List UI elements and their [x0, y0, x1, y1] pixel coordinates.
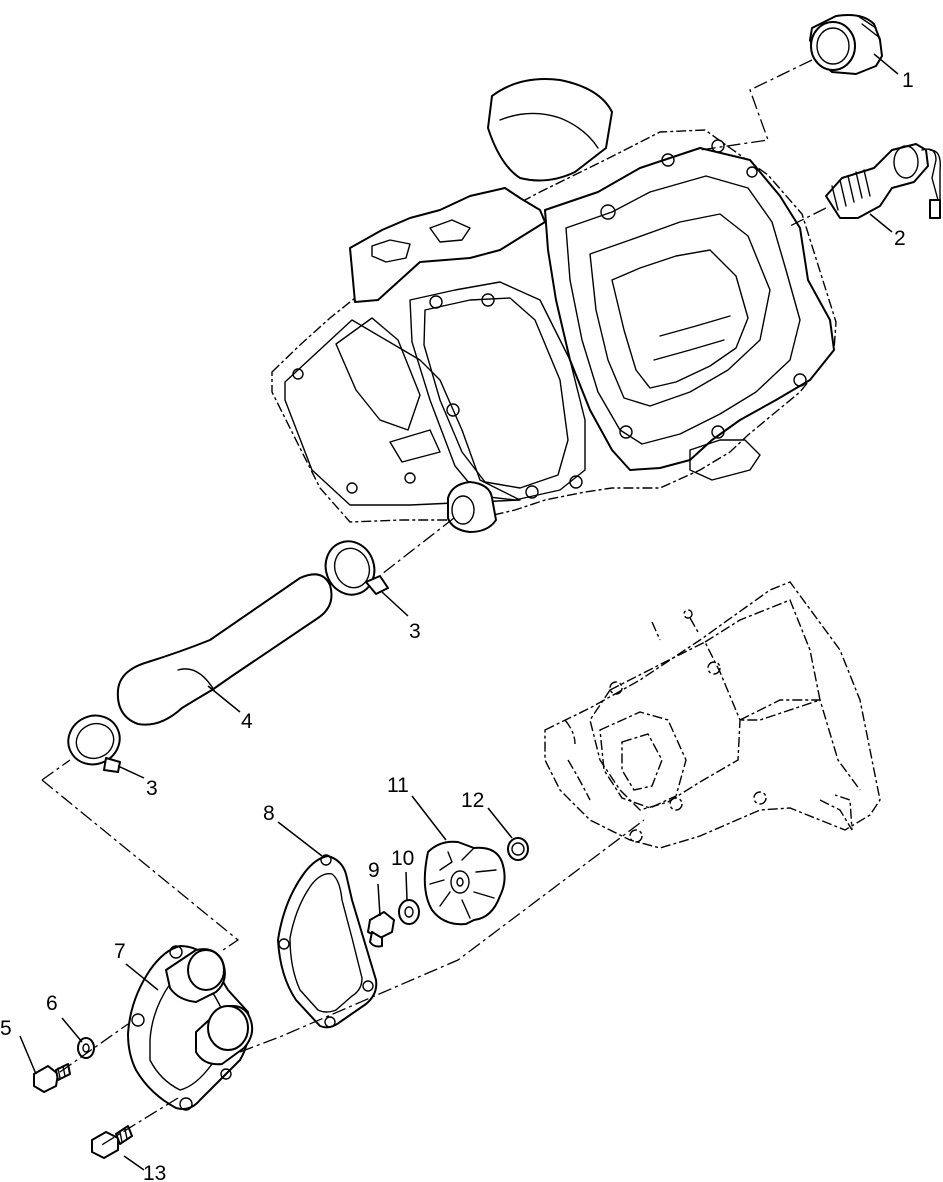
part-3-hose-clamp-upper — [324, 540, 389, 596]
assembly-center-lines — [41, 59, 827, 1147]
callout-3-upper: 3 — [409, 620, 421, 643]
part-6-washer — [77, 1037, 95, 1059]
callout-11: 11 — [387, 774, 409, 797]
part-7-water-pump-cover — [127, 945, 254, 1111]
callout-3-lower: 3 — [146, 777, 158, 800]
part-11-impeller — [423, 840, 506, 926]
callout-8: 8 — [263, 802, 275, 825]
part-13-bolt — [91, 1125, 133, 1159]
callout-13: 13 — [143, 1162, 166, 1182]
cylinder-head-assembly — [271, 78, 837, 533]
part-9-bolt — [367, 911, 395, 948]
callout-5: 5 — [0, 1017, 12, 1040]
callout-10: 10 — [391, 847, 414, 870]
callout-4: 4 — [241, 710, 253, 733]
part-2-temperature-sender — [825, 143, 941, 219]
part-5-bolt — [33, 1063, 71, 1093]
part-10-washer — [398, 899, 420, 925]
crankcase-housing — [544, 581, 881, 849]
callout-1: 1 — [902, 69, 914, 92]
part-8-water-pump-gasket — [277, 854, 378, 1029]
part-12-seal — [507, 837, 529, 861]
callout-6: 6 — [46, 992, 58, 1015]
callout-labels: 1 2 3 4 3 5 6 7 8 9 10 11 12 13 — [0, 69, 914, 1182]
part-3-hose-clamp-lower — [67, 714, 121, 773]
callout-9: 9 — [368, 859, 380, 882]
callout-2: 2 — [894, 227, 906, 250]
part-1-thermostat-cap — [809, 14, 883, 75]
callout-12: 12 — [461, 789, 484, 812]
callout-7: 7 — [114, 940, 126, 963]
part-4-coolant-hose — [116, 573, 333, 726]
callout-leaders — [19, 53, 899, 1171]
